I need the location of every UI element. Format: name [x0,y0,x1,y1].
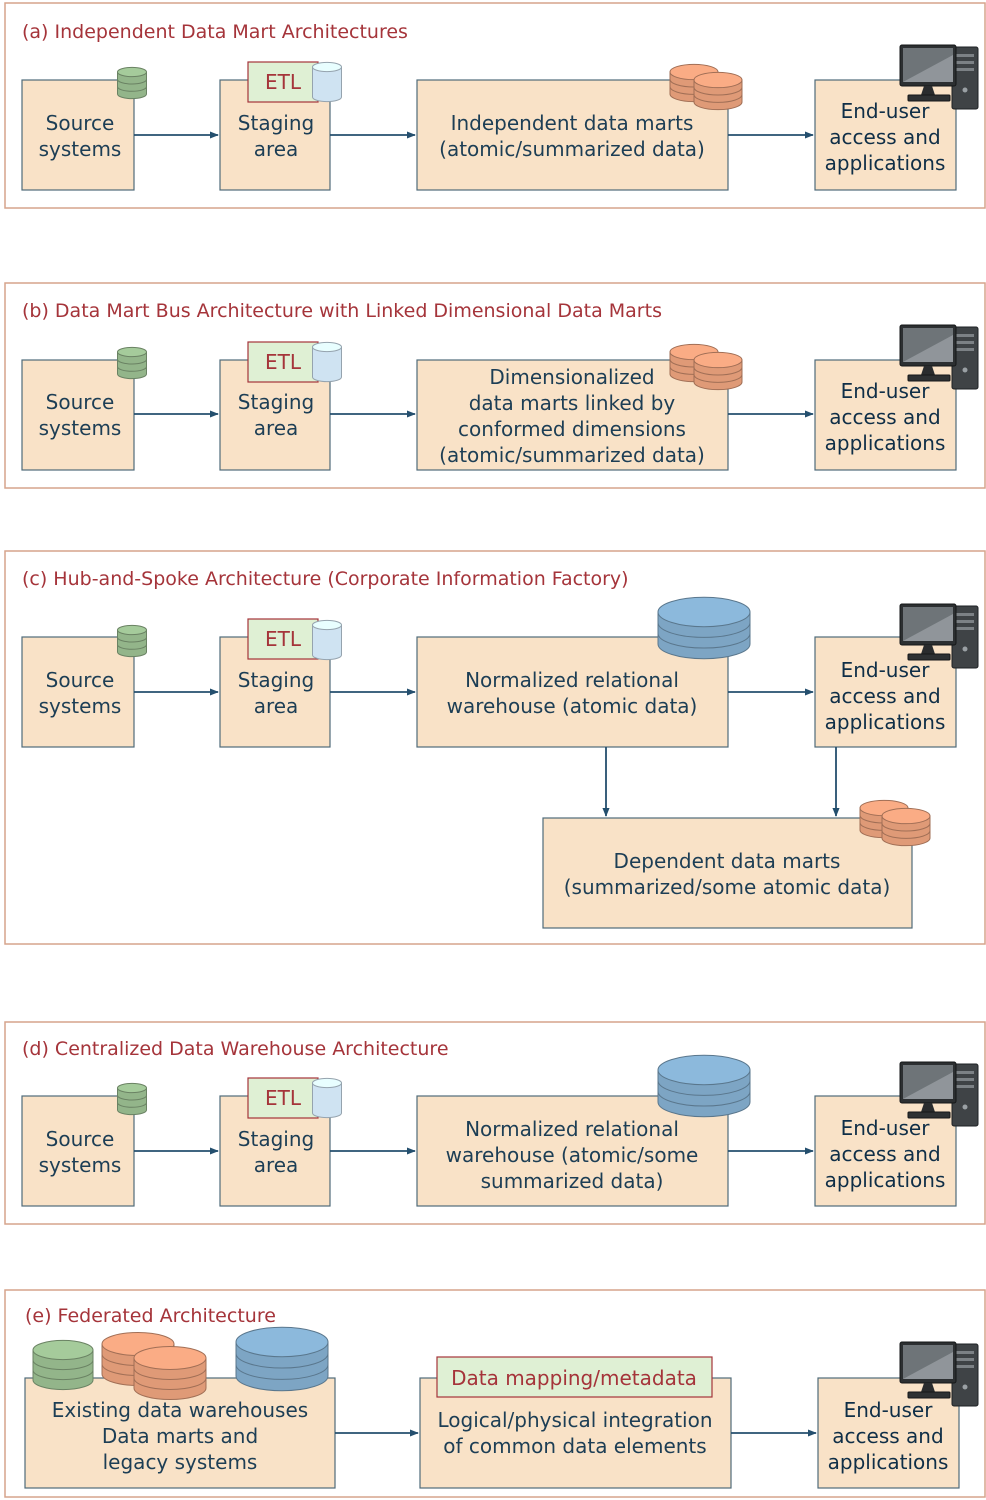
c-etl-label: ETL [265,627,302,651]
a-etl-box [247,61,319,103]
d-etl-label: ETL [265,1086,302,1110]
panel-b-title: (b) Data Mart Bus Architecture with Link… [22,300,662,322]
a-computer-icon [899,44,979,110]
c-staging-line-1: Staging [238,668,314,692]
panel-c [4,550,986,945]
d-staging-line-1: Staging [238,1127,314,1151]
d-warehouse-db-icon [657,1054,751,1118]
a-marts-db-icon-2 [693,71,743,111]
d-source-box [21,1095,135,1207]
d-staging-line-2: area [254,1153,299,1177]
e-computer-icon [899,1341,979,1407]
a-staging-db-icon [312,61,342,103]
d-source-line-1: Source [46,1127,115,1151]
e-existing-db-icon-blue [235,1326,329,1392]
panel-a-title: (a) Independent Data Mart Architectures [22,21,408,43]
c-enduser-line-3: applications [825,710,946,734]
c-dependent-db-icon-2 [881,807,931,847]
a-middle-line-1: Independent data marts [451,111,694,135]
d-middle-line-1: Normalized relational [465,1117,679,1141]
b-middle-line-1: Dimensionalized [489,365,654,389]
b-etl-box [247,341,319,383]
a-enduser-line-3: applications [825,151,946,175]
panel-e [4,1289,986,1498]
b-middle-line-2: data marts linked by [469,391,676,415]
a-source-line-1: Source [46,111,115,135]
b-computer-icon [899,324,979,390]
b-staging-db-icon [312,341,342,383]
e-existing-line-1: Existing data warehouses [52,1398,308,1422]
e-existing-db-icon-green [32,1339,94,1391]
panel-b [4,282,986,489]
e-enduser-line-2: access and [832,1424,943,1448]
b-enduser-line-1: End-user [841,379,931,403]
e-integration-line-1: Logical/physical integration [437,1408,712,1432]
c-source-box [21,636,135,748]
e-mapping-label: Data mapping/metadata [451,1366,697,1390]
b-staging-line-1: Staging [238,390,314,414]
c-etl-box [247,618,319,660]
b-enduser-line-3: applications [825,431,946,455]
b-middle-line-4: (atomic/summarized data) [439,443,705,467]
panel-a [4,2,986,209]
d-enduser-line-1: End-user [841,1116,931,1140]
c-enduser-line-1: End-user [841,658,931,682]
c-source-db-icon [117,624,147,658]
a-etl-label: ETL [265,70,302,94]
a-source-box [21,79,135,191]
d-warehouse-box [416,1095,729,1207]
d-source-line-2: systems [39,1153,122,1177]
c-middle-line-1: Normalized relational [465,668,679,692]
c-warehouse-db-icon [657,596,751,660]
b-source-box [21,359,135,471]
panel-d [4,1021,986,1225]
b-marts-db-icon-2 [693,351,743,391]
panel-e-title: (e) Federated Architecture [25,1305,276,1327]
d-source-db-icon [117,1082,147,1116]
a-staging-line-2: area [254,137,299,161]
e-integration-line-2: of common data elements [443,1434,706,1458]
b-middle-line-3: conformed dimensions [458,417,686,441]
e-mapping-box [436,1356,713,1398]
c-dependent-line-2: (summarized/some atomic data) [564,875,891,899]
b-source-line-2: systems [39,416,122,440]
d-middle-line-3: summarized data) [481,1169,664,1193]
b-enduser-line-2: access and [829,405,940,429]
c-staging-line-2: area [254,694,299,718]
a-source-db-icon [117,66,147,100]
e-enduser-line-1: End-user [844,1398,934,1422]
d-enduser-line-2: access and [829,1142,940,1166]
c-dependent-line-1: Dependent data marts [614,849,841,873]
e-enduser-line-3: applications [828,1450,949,1474]
a-enduser-line-2: access and [829,125,940,149]
a-enduser-line-1: End-user [841,99,931,123]
e-existing-db-icon-orange-2 [133,1345,207,1400]
b-etl-label: ETL [265,350,302,374]
panel-c-title: (c) Hub-and-Spoke Architecture (Corporat… [22,568,629,590]
d-staging-db-icon [312,1077,342,1119]
c-source-line-1: Source [46,668,115,692]
b-source-db-icon [117,346,147,380]
c-dependent-box [542,817,913,929]
d-middle-line-2: warehouse (atomic/some [446,1143,699,1167]
a-staging-line-1: Staging [238,111,314,135]
c-source-line-2: systems [39,694,122,718]
e-existing-line-3: legacy systems [103,1450,258,1474]
c-middle-line-2: warehouse (atomic data) [447,694,698,718]
a-source-line-2: systems [39,137,122,161]
d-computer-icon [899,1061,979,1127]
b-source-line-1: Source [46,390,115,414]
a-middle-line-2: (atomic/summarized data) [439,137,705,161]
c-enduser-line-2: access and [829,684,940,708]
b-staging-line-2: area [254,416,299,440]
panel-d-title: (d) Centralized Data Warehouse Architect… [22,1038,449,1060]
e-existing-line-2: Data marts and [102,1424,258,1448]
c-staging-db-icon [312,619,342,661]
c-computer-icon [899,603,979,669]
d-enduser-line-3: applications [825,1168,946,1192]
